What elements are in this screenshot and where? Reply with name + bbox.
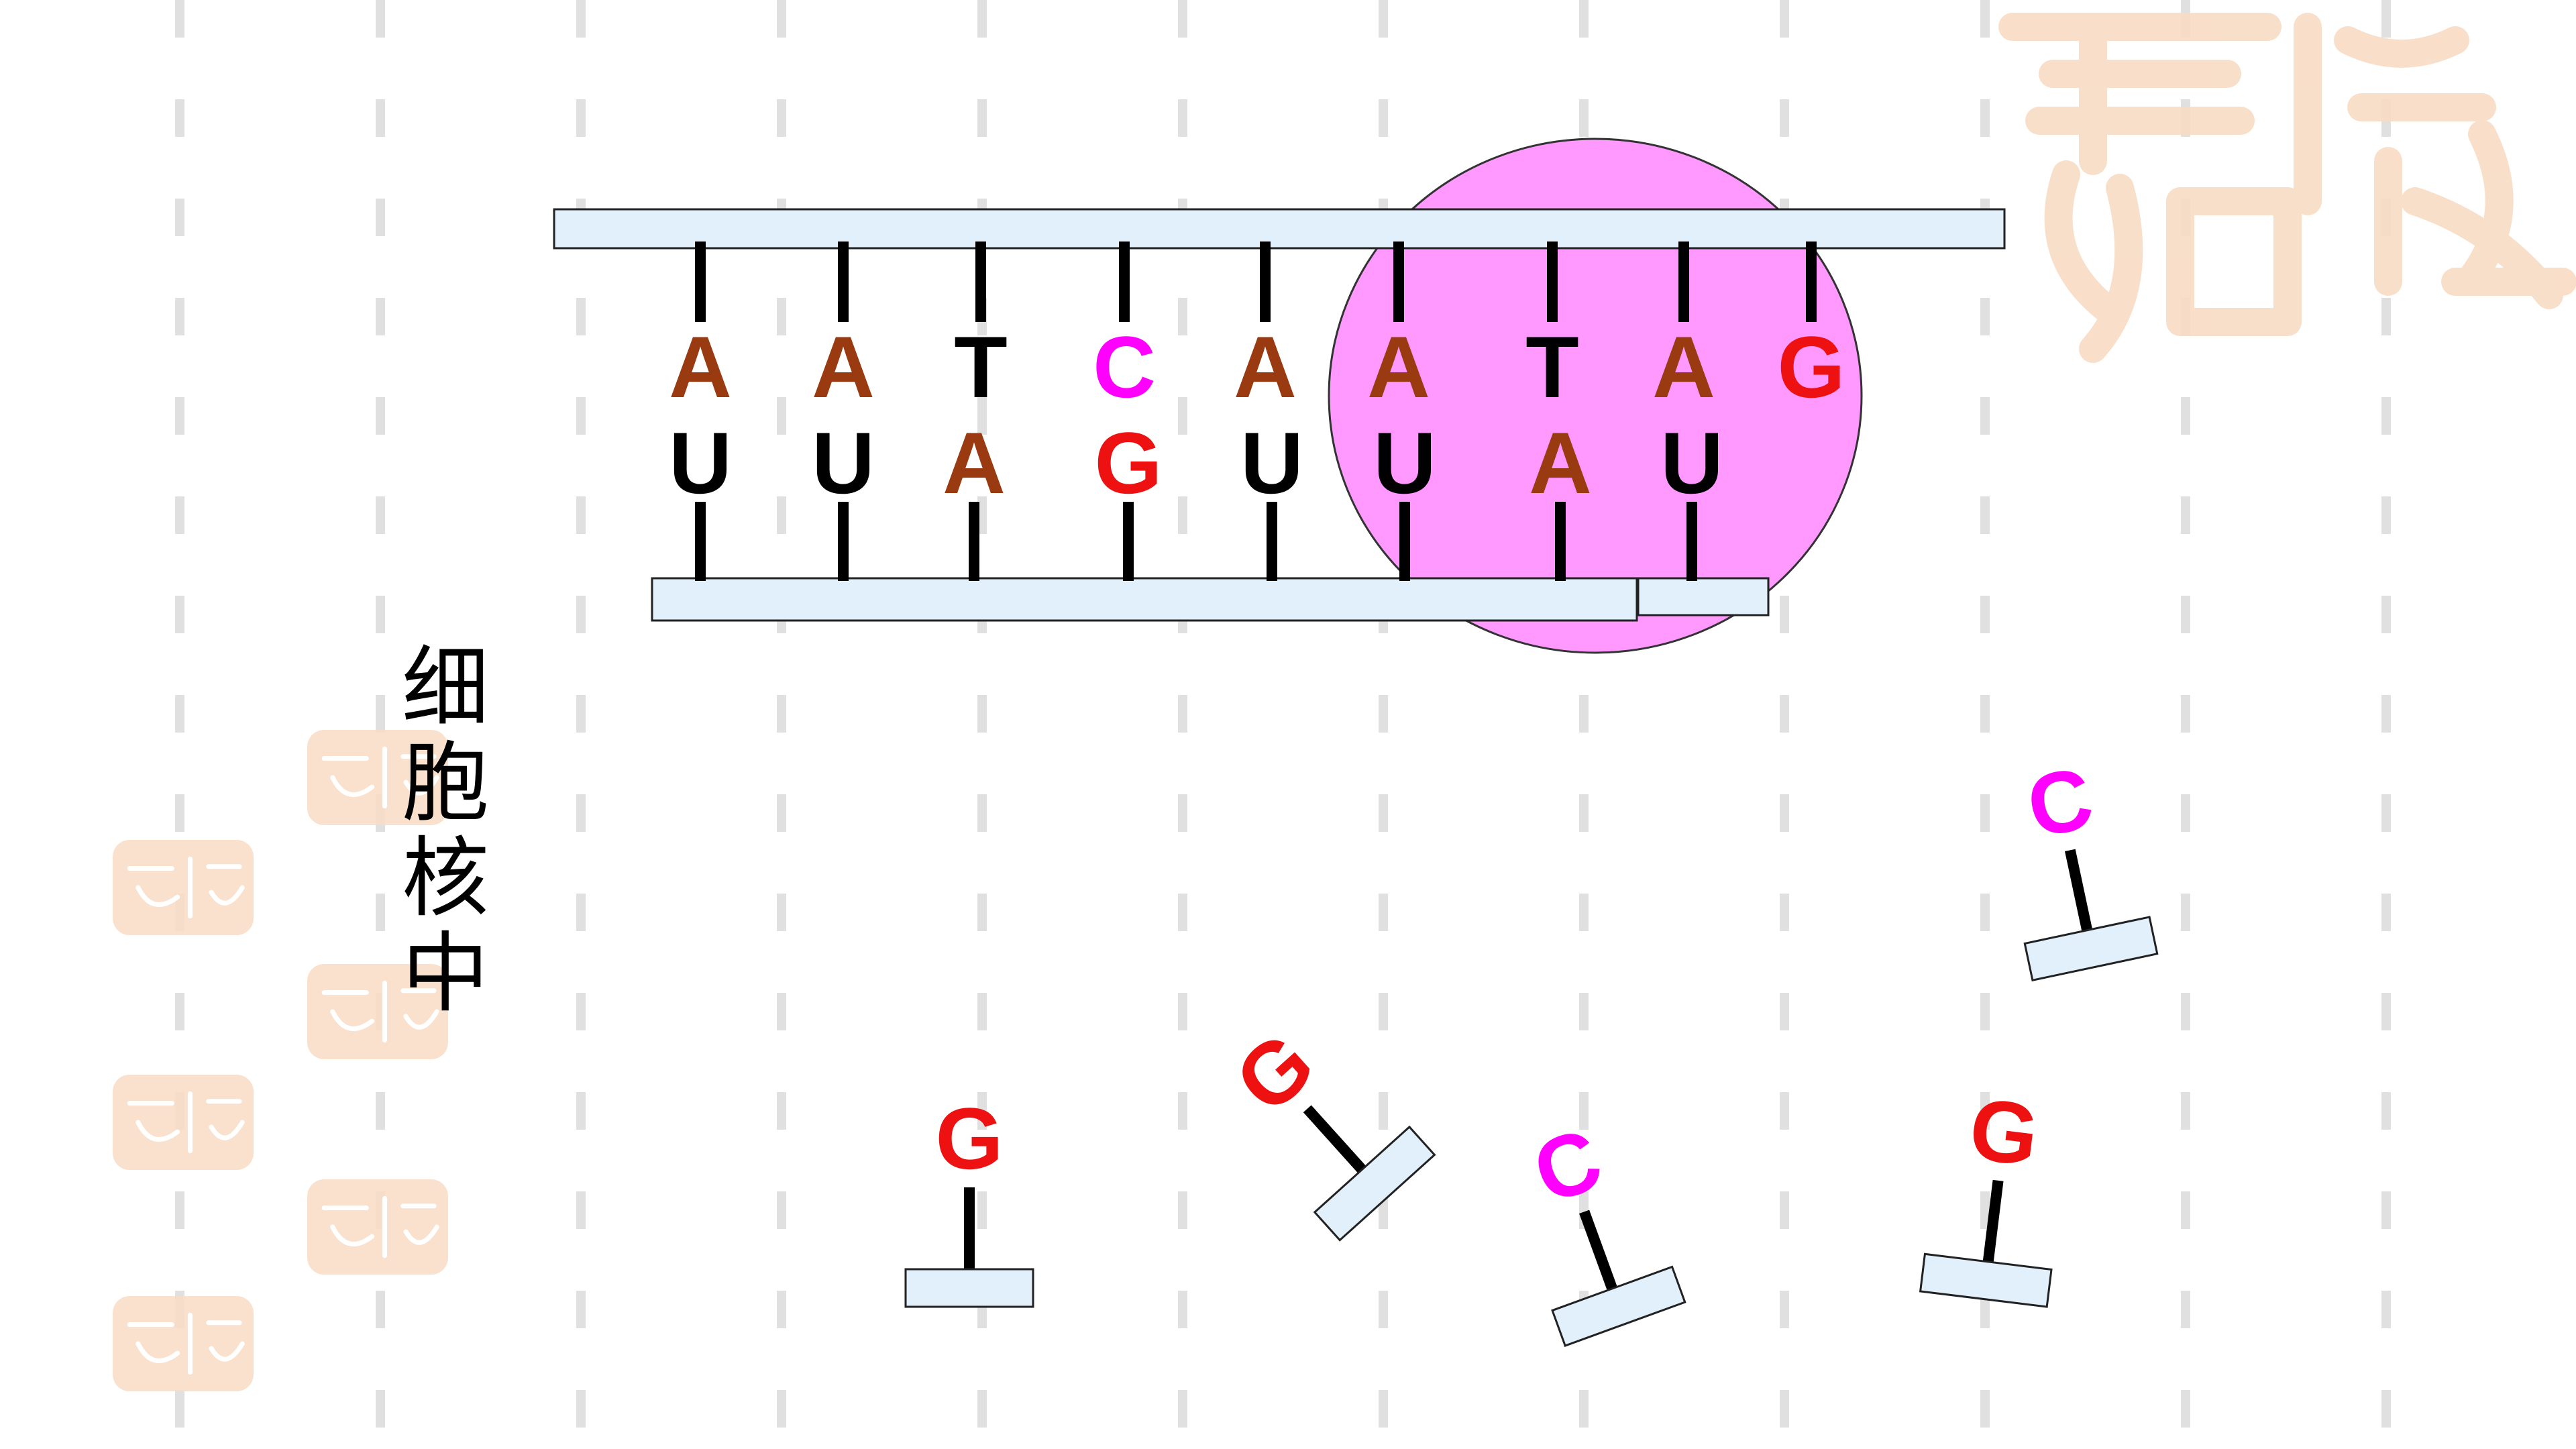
seal-watermarks: [113, 13, 2576, 1391]
rna-base-label: U: [812, 414, 875, 512]
auspicious-seal-icon: [113, 840, 254, 935]
rna-base-label: U: [1373, 414, 1436, 512]
free-nucleotide-sugar: [1313, 1125, 1436, 1242]
rna-polymerase-ellipse: [1328, 138, 1863, 654]
location-caption: 细 胞 核 中: [402, 637, 489, 1024]
caption-char: 核: [402, 827, 489, 929]
free-nucleotide: C: [1521, 1109, 1686, 1347]
free-nucleotide-base: C: [1521, 1109, 1614, 1222]
rna-strand-new-segment: [1637, 577, 1770, 616]
free-nucleotide: G: [1216, 1013, 1436, 1242]
rna-base-label: A: [1529, 414, 1592, 512]
auspicious-seal-icon: [113, 1075, 254, 1170]
free-nucleotide-base: C: [2019, 748, 2101, 857]
free-nucleotide: C: [2019, 748, 2159, 982]
free-nucleotide-stick: [1982, 1179, 2004, 1263]
dna-base-label: A: [1367, 318, 1430, 416]
dna-base-label: A: [812, 318, 875, 416]
dna-base-label: T: [954, 318, 1007, 416]
caption-char: 中: [402, 922, 489, 1024]
dna-base-label: T: [1525, 318, 1578, 416]
caption-char: 细: [402, 637, 489, 739]
dna-base-label: A: [1234, 318, 1297, 416]
free-nucleotide-stick: [1303, 1105, 1366, 1173]
free-nucleotide-sugar: [2023, 916, 2159, 982]
auspicious-seal-icon: [307, 1179, 448, 1275]
free-nucleotide: G: [904, 1089, 1034, 1308]
dna-base-label: A: [1652, 318, 1715, 416]
free-nucleotide-sugar: [1919, 1252, 2053, 1308]
rna-base-label: G: [1094, 414, 1162, 512]
free-nucleotide-sugar: [1551, 1265, 1686, 1347]
auspicious-seal-icon: [307, 730, 448, 825]
auspicious-seal-icon: [1998, 13, 2576, 363]
free-nucleotide-stick: [2064, 849, 2093, 932]
dna-base-label: G: [1777, 318, 1845, 416]
rna-base-label: U: [1660, 414, 1723, 512]
rna-base-label: U: [669, 414, 732, 512]
caption-char: 胞: [402, 732, 489, 834]
dna-base-label: A: [669, 318, 732, 416]
free-nucleotide: G: [1919, 1079, 2053, 1308]
rna-base-label: U: [1240, 414, 1303, 512]
dna-base-label: C: [1093, 318, 1156, 416]
free-nucleotide-stick: [1579, 1210, 1617, 1291]
auspicious-seal-icon: [113, 1296, 254, 1391]
auspicious-seal-icon: [307, 964, 448, 1059]
free-nucleotide-sugar: [904, 1268, 1034, 1308]
rna-strand: [651, 577, 1638, 622]
free-nucleotide-base: G: [935, 1089, 1003, 1187]
rna-base-label: A: [943, 414, 1006, 512]
free-nucleotide-base: G: [1964, 1079, 2043, 1185]
dna-template-strand: [553, 208, 2006, 250]
